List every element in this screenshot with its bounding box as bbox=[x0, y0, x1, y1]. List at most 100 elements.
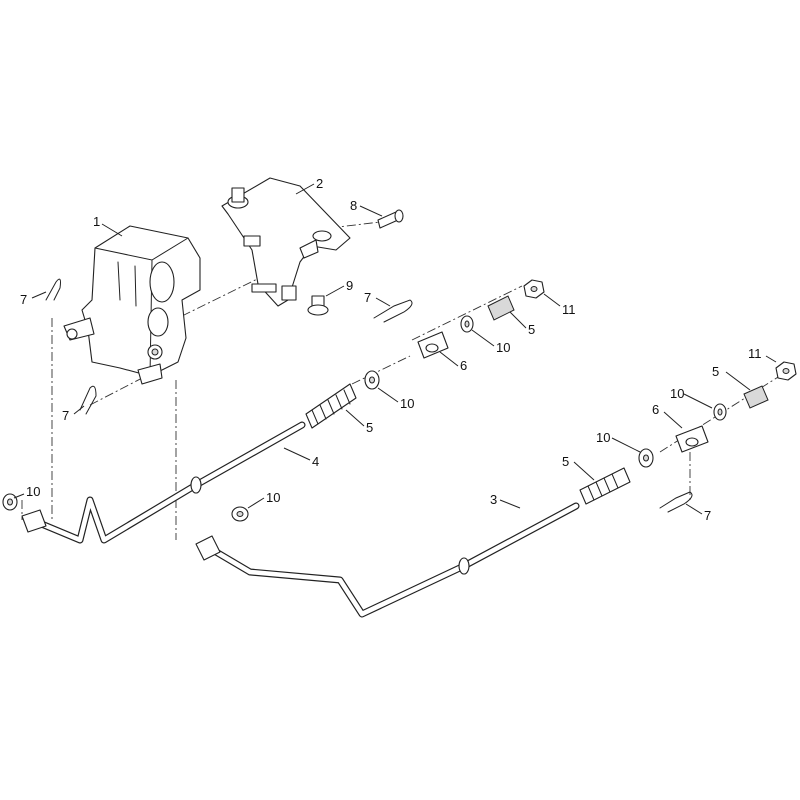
leader-line bbox=[499, 499, 521, 509]
leader-line bbox=[543, 293, 561, 307]
alignment-line bbox=[351, 355, 411, 385]
leader-line bbox=[685, 503, 703, 515]
callout-7b: 7 bbox=[62, 408, 69, 423]
rod-3-outline bbox=[202, 502, 580, 618]
rod-4 bbox=[21, 421, 306, 544]
hairpin-clip bbox=[373, 299, 413, 323]
washer-hole bbox=[236, 511, 244, 517]
rod-3-collar bbox=[458, 557, 470, 575]
leader-line bbox=[73, 405, 85, 415]
callout-1: 1 bbox=[93, 214, 100, 229]
bolt-9 bbox=[307, 295, 329, 316]
washer-hole bbox=[369, 376, 375, 384]
bracket-pin bbox=[243, 235, 261, 247]
leader-line bbox=[611, 437, 641, 453]
bracket-pin bbox=[251, 283, 277, 293]
leader-line bbox=[359, 205, 383, 217]
leader-line bbox=[345, 409, 365, 427]
callout-3: 3 bbox=[490, 492, 497, 507]
leader-line bbox=[663, 411, 683, 429]
rod-4-collar bbox=[190, 476, 202, 494]
callout-5d: 5 bbox=[562, 454, 569, 469]
callout-7c: 7 bbox=[364, 290, 371, 305]
washer-hole bbox=[643, 454, 649, 462]
bracket-hole bbox=[312, 230, 332, 242]
callout-6a: 6 bbox=[460, 358, 467, 373]
rod-4-outline bbox=[28, 421, 306, 544]
leader-line bbox=[439, 351, 459, 367]
spring-short bbox=[487, 295, 515, 321]
callout-6b: 6 bbox=[652, 402, 659, 417]
callout-11b: 11 bbox=[748, 346, 762, 361]
callout-10b: 10 bbox=[400, 396, 414, 411]
callout-10d: 10 bbox=[596, 430, 610, 445]
pump-cylinder bbox=[149, 261, 175, 303]
hex-nut-hole bbox=[782, 368, 790, 374]
pump-lever-bottom bbox=[137, 363, 163, 385]
bracket-stud bbox=[231, 187, 245, 203]
callout-10f: 10 bbox=[26, 484, 40, 499]
alignment-line bbox=[89, 374, 149, 406]
callout-5c: 5 bbox=[712, 364, 719, 379]
leader-line bbox=[247, 497, 265, 509]
mounting-bracket bbox=[221, 177, 351, 307]
bracket-tab bbox=[299, 239, 319, 259]
leader-line bbox=[13, 493, 25, 499]
rod-4-fill bbox=[29, 422, 305, 543]
leader-lines bbox=[13, 183, 777, 515]
callout-5a: 5 bbox=[528, 322, 535, 337]
alignment-line bbox=[411, 285, 523, 341]
washer-hole bbox=[717, 408, 723, 416]
rod-3 bbox=[195, 502, 580, 618]
leader-line bbox=[471, 329, 495, 347]
leader-line bbox=[377, 387, 399, 403]
leader-line bbox=[101, 223, 123, 237]
pump-lever-pivot bbox=[66, 328, 78, 340]
bracket-plate bbox=[221, 177, 351, 307]
swivel-blocks bbox=[417, 331, 709, 453]
leader-line bbox=[283, 447, 311, 461]
callout-10e: 10 bbox=[266, 490, 280, 505]
washers bbox=[2, 315, 727, 522]
callout-10c: 10 bbox=[670, 386, 684, 401]
pump-assembly bbox=[63, 225, 201, 385]
leader-line bbox=[725, 371, 751, 391]
callout-8: 8 bbox=[350, 198, 357, 213]
bracket-pin bbox=[281, 285, 297, 301]
hairpin-clip bbox=[45, 278, 61, 301]
spring-short bbox=[743, 385, 769, 409]
spring-coil bbox=[579, 467, 631, 505]
hairpin-clips bbox=[45, 278, 693, 513]
bolt-8 bbox=[377, 209, 404, 229]
springs bbox=[305, 295, 769, 505]
washer-hole bbox=[7, 498, 13, 506]
callout-10a: 10 bbox=[496, 340, 510, 355]
pump-valve-center bbox=[151, 348, 159, 356]
callout-7a: 7 bbox=[20, 292, 27, 307]
rod-3-fill bbox=[203, 503, 579, 617]
rod-4-clevis bbox=[21, 509, 47, 533]
leader-line bbox=[295, 183, 315, 195]
pump-ribs bbox=[117, 261, 137, 307]
callout-11a: 11 bbox=[562, 302, 576, 317]
leader-line bbox=[375, 297, 391, 307]
spring-turns bbox=[587, 473, 619, 501]
swivel-hole bbox=[685, 437, 699, 447]
spring-turns bbox=[311, 389, 351, 425]
pump-port bbox=[147, 307, 169, 337]
callout-2: 2 bbox=[316, 176, 323, 191]
callout-9: 9 bbox=[346, 278, 353, 293]
callout-7d: 7 bbox=[704, 508, 711, 523]
bolt-9-head bbox=[307, 304, 329, 316]
callout-4: 4 bbox=[312, 454, 319, 469]
leader-line bbox=[509, 311, 527, 329]
washer-hole bbox=[464, 320, 470, 328]
leader-line bbox=[31, 291, 47, 299]
rod-3-clevis bbox=[195, 535, 221, 561]
leader-line bbox=[573, 461, 595, 481]
callout-5b: 5 bbox=[366, 420, 373, 435]
leader-line bbox=[765, 355, 777, 363]
hairpin-clip bbox=[79, 385, 97, 415]
